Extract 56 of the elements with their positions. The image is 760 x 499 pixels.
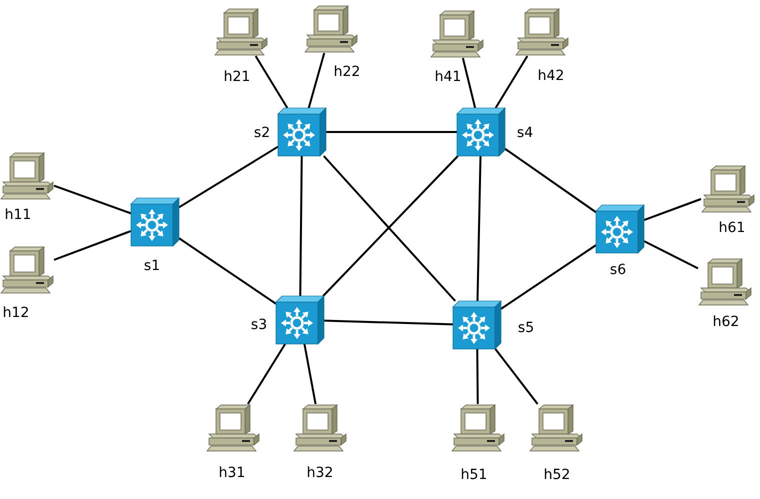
device-label: h31 (218, 466, 246, 480)
computer-icon (515, 8, 569, 56)
computer-icon (206, 404, 260, 452)
network-link (326, 131, 457, 133)
network-link (476, 349, 479, 404)
computer-icon (529, 404, 583, 452)
computer-icon (304, 5, 358, 53)
network-link (299, 156, 303, 296)
device-label: h21 (224, 70, 250, 84)
computer-icon (0, 152, 54, 200)
device-label: h32 (306, 466, 334, 480)
network-link (254, 55, 288, 109)
device-label: h61 (718, 221, 746, 235)
network-link (178, 146, 279, 208)
computer-icon (430, 10, 484, 58)
computer-icon (293, 404, 347, 452)
device-label: s3 (250, 318, 268, 332)
computer-icon (698, 258, 752, 306)
switch-icon (131, 198, 179, 246)
network-link (324, 320, 454, 326)
network-link (308, 52, 326, 108)
computer-icon (214, 8, 268, 56)
device-label: h62 (712, 315, 740, 329)
switch-icon (596, 205, 644, 253)
device-label: h51 (460, 468, 488, 482)
network-link (476, 156, 482, 302)
network-link (54, 184, 132, 214)
switch-icon (457, 108, 505, 156)
network-link (500, 244, 597, 310)
device-label: h41 (434, 70, 462, 84)
device-label: h12 (2, 306, 30, 320)
computer-icon (701, 165, 755, 213)
switch-icon (276, 296, 324, 344)
switch-icon (278, 108, 326, 156)
device-label: h11 (4, 208, 32, 222)
device-label: s4 (516, 126, 534, 140)
network-link (494, 348, 538, 405)
network-link (247, 343, 286, 405)
computer-icon (451, 404, 505, 452)
device-label: s2 (254, 126, 270, 140)
switch-icon (453, 301, 501, 349)
computer-icon (0, 246, 54, 294)
network-link (644, 198, 702, 222)
device-label: h52 (544, 468, 570, 482)
device-label: s1 (144, 259, 160, 273)
network-link (494, 55, 528, 109)
network-link (462, 58, 476, 108)
network-link (178, 237, 277, 305)
network-link (644, 240, 698, 270)
device-label: s5 (518, 321, 534, 335)
network-link (54, 230, 132, 261)
device-label: h22 (334, 65, 360, 79)
device-label: s6 (610, 263, 626, 277)
network-link (504, 148, 597, 214)
network-link (303, 344, 317, 404)
device-label: h42 (538, 69, 564, 83)
